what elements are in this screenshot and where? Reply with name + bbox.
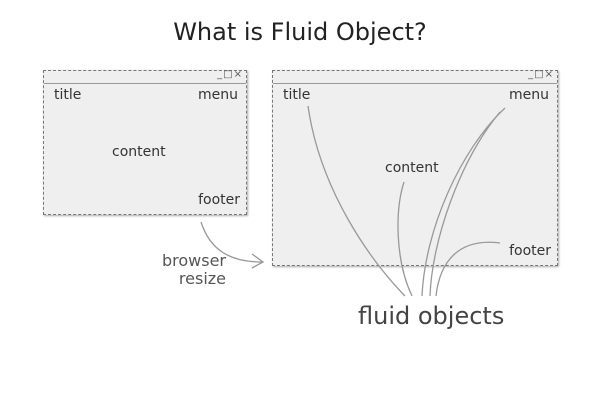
large-window: _□× title menu content footer (272, 69, 558, 266)
title-label: title (283, 87, 311, 103)
fluid-objects-caption: fluid objects (358, 302, 505, 330)
diagram-title: What is Fluid Object? (173, 18, 427, 46)
menu-label: menu (509, 87, 549, 103)
footer-label: footer (509, 243, 551, 259)
window-titlebar: _□× (44, 69, 246, 84)
content-label: content (112, 144, 166, 160)
resize-arrow (200, 221, 263, 263)
pointer-content (397, 181, 413, 297)
pointer-menu-2 (429, 111, 501, 297)
browser-resize-label: browser resize (140, 252, 226, 288)
pointer-menu (421, 107, 506, 297)
title-label: title (54, 87, 82, 103)
arrow-head-icon (251, 253, 265, 269)
small-window: _□× title menu content footer (43, 69, 247, 215)
footer-label: footer (198, 192, 240, 208)
arrow-label-line1: browser (161, 251, 226, 270)
window-controls-icon: _□× (217, 69, 243, 80)
window-titlebar: _□× (273, 69, 557, 84)
content-label: content (385, 160, 439, 176)
pointer-title (307, 105, 406, 297)
window-controls-icon: _□× (528, 69, 554, 80)
arrow-label-line2: resize (178, 269, 226, 288)
pointer-footer (435, 241, 501, 297)
menu-label: menu (198, 87, 238, 103)
